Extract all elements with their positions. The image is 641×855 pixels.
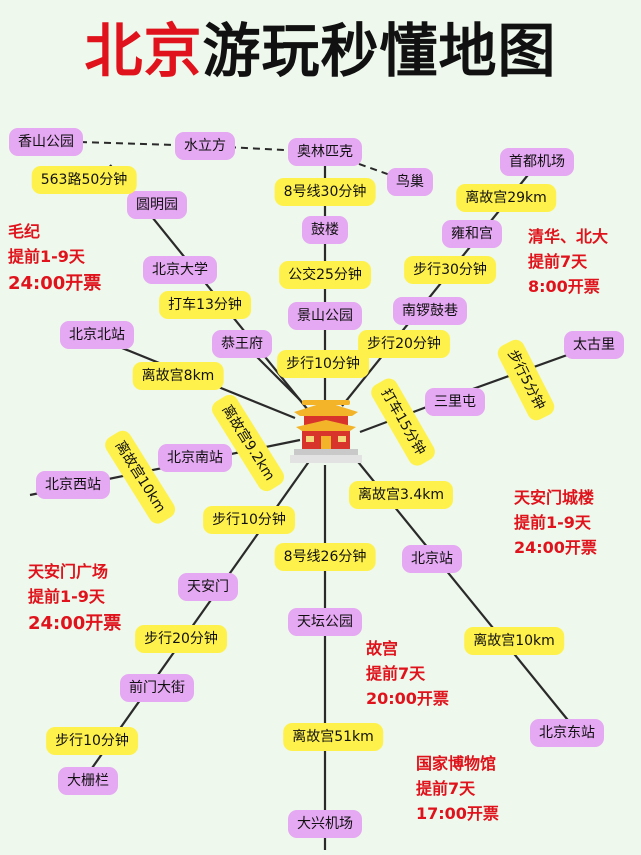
place-shoudu-airport[interactable]: 首都机场 xyxy=(500,148,574,176)
place-beida[interactable]: 北京大学 xyxy=(143,256,217,284)
place-shuilifang[interactable]: 水立方 xyxy=(175,132,235,160)
place-nanluoguxiang[interactable]: 南锣鼓巷 xyxy=(393,297,467,325)
route-line8-26: 8号线26分钟 xyxy=(274,543,376,571)
route-palace-10km-east: 离故宫10km xyxy=(464,627,564,655)
place-sanlitun[interactable]: 三里屯 xyxy=(425,388,485,416)
note-tsinghua-line1: 清华、北大 xyxy=(528,227,609,246)
page-title: 北京游玩秒懂地图 xyxy=(0,22,641,80)
route-palace-3-4km: 离故宫3.4km xyxy=(348,481,454,509)
note-bowuguan-line2: 提前7天 xyxy=(416,778,476,798)
note-guangchang-line3: 24:00开票 xyxy=(28,612,122,634)
note-bowuguan-line3: 17:00开票 xyxy=(416,803,499,823)
place-yonghegong[interactable]: 雍和宫 xyxy=(442,220,502,248)
place-niaochao[interactable]: 鸟巢 xyxy=(387,168,433,196)
place-aolinpike[interactable]: 奥林匹克 xyxy=(288,138,362,166)
note-bowuguan: 国家博物馆 提前7天 17:00开票 xyxy=(416,752,499,826)
place-beijing-station[interactable]: 北京站 xyxy=(402,545,462,573)
note-maoji: 毛纪 提前1-9天 24:00开票 xyxy=(8,220,101,297)
note-gugong-line2: 提前7天 xyxy=(366,663,426,683)
route-taxi-13: 打车13分钟 xyxy=(159,291,251,319)
note-gugong-line3: 20:00开票 xyxy=(366,688,449,708)
route-walk-10-south: 步行10分钟 xyxy=(203,506,295,534)
place-gulou[interactable]: 鼓楼 xyxy=(302,216,348,244)
title-city: 北京 xyxy=(84,17,203,85)
place-xiangshan[interactable]: 香山公园 xyxy=(9,128,83,156)
title-rest: 游玩秒懂地图 xyxy=(202,17,557,85)
place-yuanmingyuan[interactable]: 圆明园 xyxy=(127,191,187,219)
place-dashilan[interactable]: 大栅栏 xyxy=(58,767,118,795)
place-beijing-north[interactable]: 北京北站 xyxy=(60,321,134,349)
dash-xiangshan-shuilifang xyxy=(79,141,206,147)
route-walk-20-north: 步行20分钟 xyxy=(358,330,450,358)
note-gugong: 故宫 提前7天 20:00开票 xyxy=(366,637,449,711)
note-guangchang-line1: 天安门广场 xyxy=(28,562,109,581)
place-beijing-west[interactable]: 北京西站 xyxy=(36,471,110,499)
route-bus-563: 563路50分钟 xyxy=(31,166,137,194)
route-line8-30: 8号线30分钟 xyxy=(274,178,376,206)
place-jingshan[interactable]: 景山公园 xyxy=(288,302,362,330)
note-maoji-line3: 24:00开票 xyxy=(8,272,102,294)
route-palace-8km: 离故宫8km xyxy=(132,362,224,390)
place-beijing-east[interactable]: 北京东站 xyxy=(530,719,604,747)
route-palace-29km: 离故宫29km xyxy=(456,184,556,212)
note-guangchang-line2: 提前1-9天 xyxy=(28,586,105,606)
page-indicator xyxy=(282,845,352,855)
forbidden-city-icon xyxy=(290,400,362,463)
note-maoji-line1: 毛纪 xyxy=(8,222,41,241)
note-chenglou-line3: 24:00开票 xyxy=(514,537,597,557)
route-walk-20-south: 步行20分钟 xyxy=(135,625,227,653)
place-qianmen[interactable]: 前门大街 xyxy=(120,674,194,702)
note-tsinghua-line3: 8:00开票 xyxy=(528,276,600,296)
note-guangchang: 天安门广场 提前1-9天 24:00开票 xyxy=(28,560,121,637)
place-gongwangfu[interactable]: 恭王府 xyxy=(212,330,272,358)
route-walk-10-dashilan: 步行10分钟 xyxy=(46,727,138,755)
route-walk-30: 步行30分钟 xyxy=(404,256,496,284)
route-palace-51km: 离故宫51km xyxy=(283,723,383,751)
note-bowuguan-line1: 国家博物馆 xyxy=(416,754,497,773)
note-chenglou: 天安门城楼 提前1-9天 24:00开票 xyxy=(514,486,597,560)
note-gugong-line1: 故宫 xyxy=(366,639,399,658)
place-tiananmen[interactable]: 天安门 xyxy=(178,573,238,601)
note-maoji-line2: 提前1-9天 xyxy=(8,246,85,266)
note-chenglou-line2: 提前1-9天 xyxy=(514,512,591,532)
route-walk-10-north: 步行10分钟 xyxy=(277,350,369,378)
place-beijing-south[interactable]: 北京南站 xyxy=(158,444,232,472)
note-chenglou-line1: 天安门城楼 xyxy=(514,488,595,507)
place-taiguli[interactable]: 太古里 xyxy=(564,331,624,359)
note-tsinghua: 清华、北大 提前7天 8:00开票 xyxy=(528,225,608,299)
route-bus-25: 公交25分钟 xyxy=(279,261,371,289)
place-daxing-airport[interactable]: 大兴机场 xyxy=(288,810,362,838)
place-tiantan[interactable]: 天坛公园 xyxy=(288,608,362,636)
note-tsinghua-line2: 提前7天 xyxy=(528,251,588,271)
